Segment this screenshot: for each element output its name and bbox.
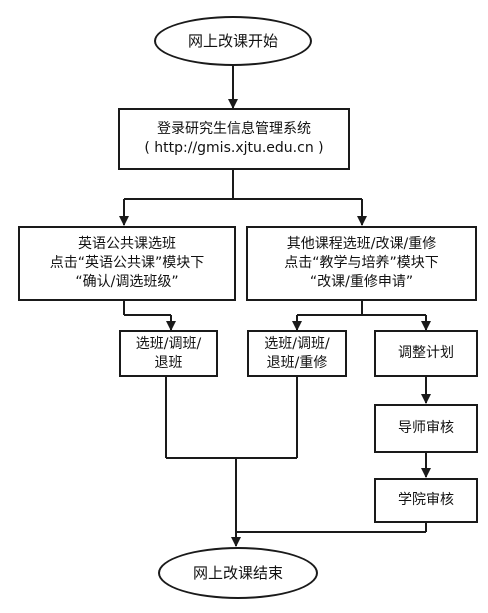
english-line-2: 点击“英语公共课”模块下 [49, 255, 205, 271]
other-action-line-1: 选班/调班/ [264, 335, 330, 352]
other-course-node: 其他课程选班/改课/重修 点击“教学与培养”模块下 “改课/重修申请” [246, 226, 477, 301]
english-action-node: 选班/调班/ 退班 [119, 330, 218, 377]
english-line-1: 英语公共课选班 [78, 236, 176, 252]
english-line-3: “确认/调选班级” [75, 274, 179, 290]
other-line-1: 其他课程选班/改课/重修 [286, 236, 437, 252]
tutor-review-label: 导师审核 [398, 420, 454, 436]
login-node: 登录研究生信息管理系统 ( http://gmis.xjtu.edu.cn ) [118, 108, 350, 170]
other-line-2: 点击“教学与培养”模块下 [284, 255, 439, 271]
start-node: 网上改课开始 [154, 16, 312, 66]
english-action-line-2: 退班 [154, 354, 183, 371]
other-action-node: 选班/调班/ 退班/重修 [247, 330, 347, 377]
adjust-plan-node: 调整计划 [374, 330, 478, 377]
other-action-line-2: 退班/重修 [266, 354, 328, 371]
end-label: 网上改课结束 [192, 563, 283, 582]
tutor-review-node: 导师审核 [374, 404, 478, 453]
english-course-node: 英语公共课选班 点击“英语公共课”模块下 “确认/调选班级” [18, 226, 236, 301]
end-node: 网上改课结束 [158, 547, 318, 599]
college-review-label: 学院审核 [398, 492, 454, 508]
adjust-plan-label: 调整计划 [398, 345, 454, 361]
english-action-line-1: 选班/调班/ [135, 335, 202, 352]
college-review-node: 学院审核 [374, 478, 478, 523]
other-line-3: “改课/重修申请” [309, 274, 414, 290]
login-url: ( http://gmis.xjtu.edu.cn ) [144, 140, 324, 156]
login-label: 登录研究生信息管理系统 [157, 121, 311, 137]
start-label: 网上改课开始 [187, 31, 278, 50]
